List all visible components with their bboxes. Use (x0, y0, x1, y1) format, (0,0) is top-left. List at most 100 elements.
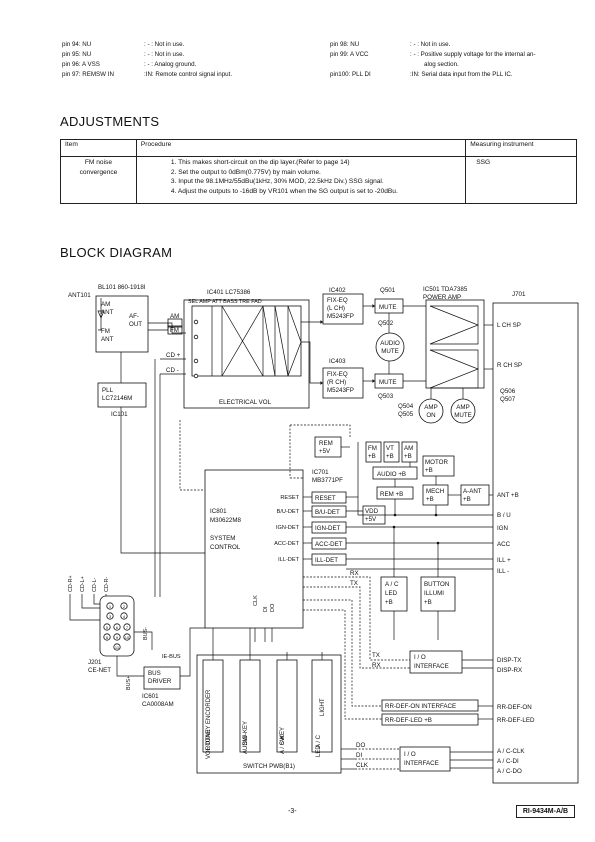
junction-dot (436, 541, 440, 545)
signal-line (303, 599, 382, 707)
ie-bus-line (180, 627, 205, 677)
rr-def-on-interface-box (381, 699, 479, 712)
cell-procedure: 1. This makes short-circuit on the dip l… (135, 156, 467, 204)
bus-driver-label: DRIVER (148, 678, 172, 685)
connector-pin (120, 602, 128, 610)
light-label: LIGHT (320, 698, 326, 716)
bl101-box (95, 295, 149, 353)
q506-label: Q506 (500, 388, 516, 395)
rem-box (314, 436, 342, 458)
cd-r-minus-label: CD-R- (104, 577, 110, 592)
ac-di-label: A / C-DI (497, 758, 519, 765)
motor-b-box (422, 455, 455, 477)
pin-description: : - : Not in use. (410, 41, 451, 48)
fm-ant-label: FM (101, 328, 110, 335)
rem-line (290, 424, 351, 437)
pin-left-row: pin 96: A VSS : - : Analog ground. (62, 60, 312, 70)
connector-pin (113, 643, 121, 651)
vol-to-eqr (301, 341, 323, 384)
ic801-label: IC801 (210, 508, 227, 515)
am-b-label: +B (404, 453, 412, 460)
connector-pin (123, 633, 131, 641)
ill-det-label: ILL-DET (315, 557, 338, 564)
ill-plus-label: ILL + (497, 557, 511, 564)
pin-description: : - : Analog ground. (144, 61, 197, 68)
signal-line (430, 349, 479, 389)
di-label: DI (263, 606, 269, 612)
mute-r-label: MUTE (379, 379, 397, 386)
electrical-vol-label: ELECTRICAL VOL (219, 399, 272, 406)
amp-triangle (429, 305, 479, 345)
button-illumi-box (420, 576, 456, 612)
mech-b-label: MECH (426, 488, 444, 495)
sw-audio-key-label: SW (243, 735, 249, 745)
vdd-label: +5V (365, 516, 377, 523)
ic402-label: IC402 (329, 287, 346, 294)
connector-pin-number: 5 (106, 625, 109, 630)
ic501-label: POWER AMP (423, 294, 461, 301)
connector-pin-number: 8 (106, 635, 109, 640)
signal-line (134, 631, 153, 650)
clk-label-2: CLK (356, 762, 369, 769)
electrical-vol-frame (183, 299, 310, 409)
pin-description: : - : Not in use. (144, 41, 185, 48)
clk-label: CLK (253, 595, 259, 606)
fix-eq-r-label: (R CH) (327, 379, 346, 386)
pin-right-row: pin 99: A VCC: - : Positive supply volta… (330, 50, 580, 60)
q504-label: Q505 (398, 411, 414, 418)
ac-led-label: +B (385, 599, 393, 606)
amp-mute-circle (450, 398, 476, 424)
pin-description: : - : Not in use. (144, 51, 185, 58)
ic401-sub-label: SEL AMP ATT BASS TRE FAD (188, 299, 262, 305)
rx-label-2: RX (372, 662, 381, 669)
ac-led-label: LED (385, 590, 398, 597)
ac-led-switch-label: A / C (316, 734, 322, 748)
audio-b-box (372, 466, 418, 480)
cell-measuring: SSG (465, 156, 577, 204)
audio-b-label: AUDIO +B (377, 471, 406, 478)
button-illumi-label: +B (424, 599, 432, 606)
ac-io-interface-box (399, 746, 451, 772)
am-b-box (401, 441, 418, 463)
motor-b-label: +B (425, 467, 433, 474)
b-u-det-box (311, 505, 347, 518)
sw-audio-key-label: AUDIO-KEY (243, 721, 249, 754)
bl101-label: BL101 860-1918I (98, 284, 146, 291)
system-control-box (204, 469, 304, 629)
signal-line (303, 609, 382, 720)
j201-label: CE-NET (88, 667, 111, 674)
ic801-pin-label: ACC-DET (274, 541, 299, 547)
switch-item-box (311, 659, 333, 753)
ic801-label: M30622M8 (210, 517, 242, 524)
mute-l-label: MUTE (379, 304, 397, 311)
page-number: -3- (288, 808, 297, 815)
j201-connector (99, 595, 135, 657)
vt-b-label: +B (386, 453, 394, 460)
am-line (148, 322, 186, 334)
arrow-head (372, 304, 375, 308)
disp-tx-label: DISP-TX (497, 657, 521, 664)
pin-label: pin 96: A VSS (62, 61, 100, 68)
j701-label: J701 (512, 291, 526, 298)
fix-eq-l-box (322, 293, 364, 325)
connector-pin (106, 602, 114, 610)
b-u-label: B / U (497, 512, 511, 519)
arrow-head (372, 379, 375, 383)
amp-on-circle (418, 398, 444, 424)
ic701-label: IC701 (312, 469, 329, 476)
ign-det-label: IGN-DET (315, 525, 341, 532)
ic401-box (191, 305, 302, 377)
arrow-head (320, 320, 323, 324)
ac-led-label: A / C (385, 581, 399, 588)
mech-b-box (422, 484, 449, 506)
connector-pin (113, 633, 121, 641)
ac-io-interface-label: INTERFACE (404, 760, 439, 767)
am-box (167, 318, 183, 328)
rem-b-label: REM +B (380, 491, 403, 498)
connector-pin-number: 7 (126, 625, 129, 630)
pin-label: pin100: PLL DI (330, 71, 371, 78)
fix-eq-l-label: (L CH) (327, 305, 345, 312)
connector-pin (123, 623, 131, 631)
rr-def-led-label: RR-DEF-LED +B (385, 717, 432, 724)
